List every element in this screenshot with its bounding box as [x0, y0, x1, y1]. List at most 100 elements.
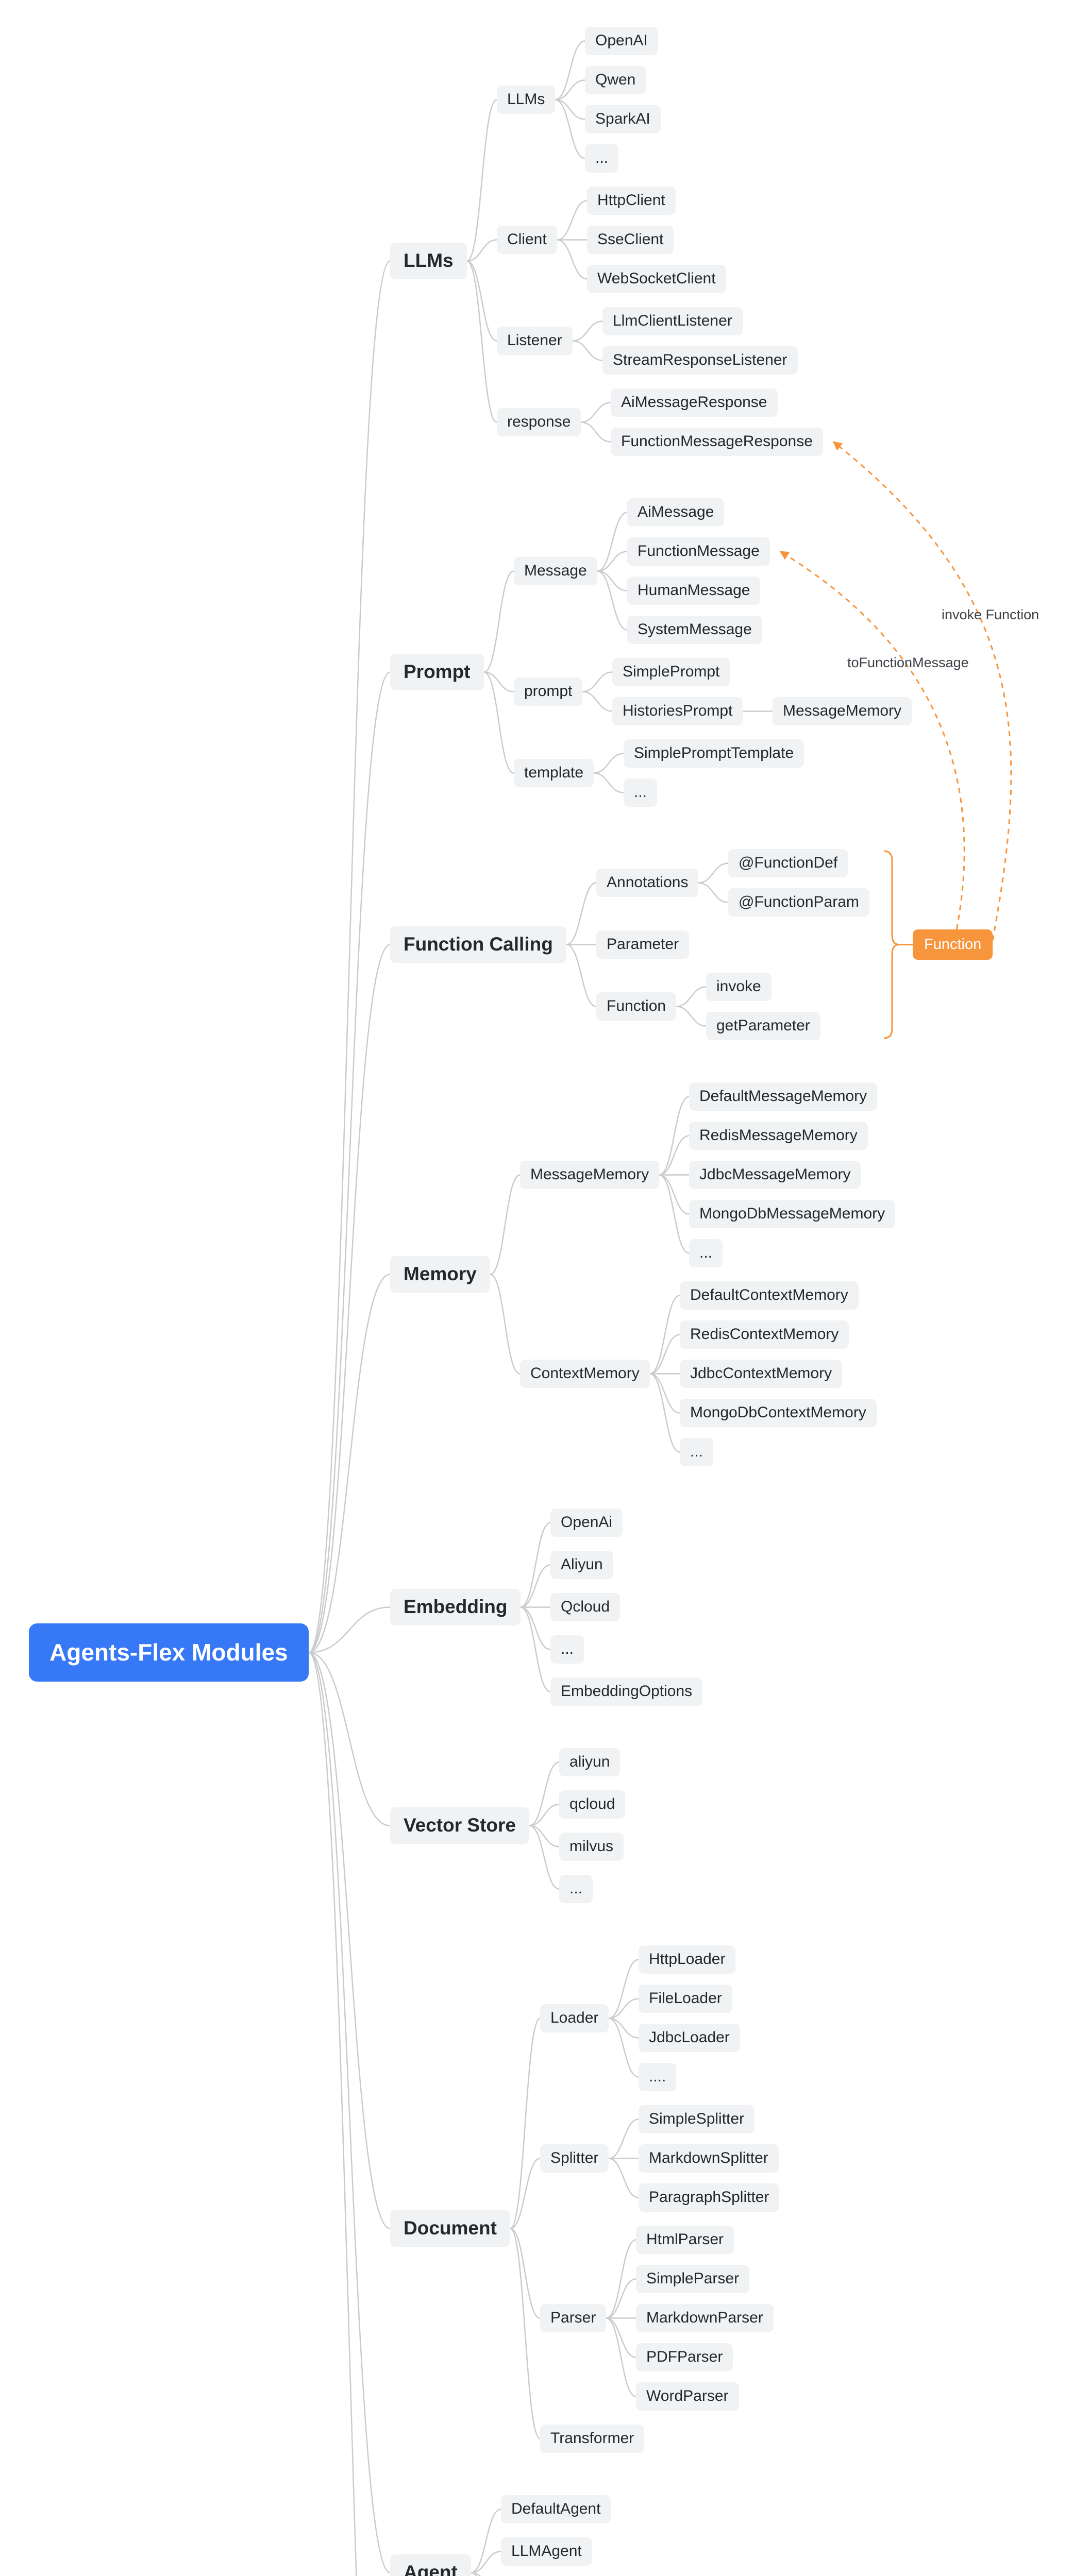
edge-connector — [597, 551, 628, 572]
edge-connector — [308, 260, 391, 1653]
edge-connector — [566, 944, 597, 1007]
node-function-calling: Function Calling — [390, 926, 566, 963]
node-websocketclient: WebSocketClient — [587, 265, 726, 293]
edge-connector — [555, 99, 585, 120]
node-ellipsis: ... — [624, 778, 658, 807]
node-sseclient: SseClient — [587, 226, 674, 254]
node-qcloud: qcloud — [559, 1790, 626, 1819]
node-sparkai: SparkAI — [585, 105, 661, 133]
edge-connector — [608, 2119, 639, 2159]
node-simplesplitter: SimpleSplitter — [639, 2105, 755, 2133]
edge-connector — [510, 2228, 541, 2439]
to-function-message-label: toFunctionMessage — [847, 655, 969, 670]
node-messagememory: MessageMemory — [773, 697, 912, 725]
edge-connector — [698, 862, 729, 884]
node-functionmessage: FunctionMessage — [627, 537, 770, 566]
node-ellipsis: ... — [680, 1438, 714, 1466]
node-defaultcontextmemory: DefaultContextMemory — [680, 1281, 859, 1310]
edge-connector — [659, 1174, 690, 1215]
edge-connector — [649, 1373, 680, 1414]
edge-connector — [606, 2317, 636, 2358]
edge-connector — [582, 691, 613, 712]
edge-connector — [529, 1804, 560, 1826]
node-llms: LLMs — [390, 243, 467, 279]
edge-connector — [529, 1825, 560, 1848]
edge-connector — [555, 99, 585, 159]
edge-connector — [520, 1564, 551, 1608]
node-httploader: HttpLoader — [639, 1945, 736, 1974]
edge-connector — [308, 1652, 357, 2576]
node-client: Client — [497, 226, 557, 254]
edge-connector — [471, 2572, 481, 2576]
node-vector-store: Vector Store — [390, 1807, 529, 1844]
node-memory: Memory — [390, 1256, 490, 1293]
node-llmclientlistener: LlmClientListener — [602, 307, 743, 335]
edge-connector — [483, 570, 514, 673]
node-qwen: Qwen — [585, 66, 646, 94]
edge-connector — [608, 2018, 639, 2078]
edge-connector — [659, 1135, 690, 1176]
edge-connector — [608, 1959, 639, 2019]
arrow-invoke-function — [832, 441, 1012, 941]
node-defaultmessagememory: DefaultMessageMemory — [689, 1082, 878, 1111]
edge-connector — [566, 882, 597, 945]
edge-connector — [483, 671, 514, 774]
node-embedding: Embedding — [390, 1589, 521, 1625]
node-listener: Listener — [497, 327, 573, 355]
node-simpleprompt: SimplePrompt — [612, 658, 730, 686]
node-redismessagememory: RedisMessageMemory — [689, 1122, 868, 1150]
edge-connector — [608, 2158, 639, 2198]
node-splitter: Splitter — [540, 2144, 609, 2173]
node-aliyun: aliyun — [559, 1748, 621, 1776]
edge-connector — [471, 2551, 501, 2573]
edge-connector — [572, 340, 603, 361]
curly-brace — [883, 850, 900, 1039]
edge-connector — [308, 1606, 391, 1653]
edge-connector — [608, 1998, 639, 2019]
edge-connector — [308, 1652, 391, 2573]
node-jdbcmessagememory: JdbcMessageMemory — [689, 1161, 861, 1189]
node-markdownparser: MarkdownParser — [636, 2304, 774, 2332]
edge-connector — [649, 1334, 680, 1375]
node-functiondef: @FunctionDef — [728, 849, 848, 877]
node-invoke: invoke — [706, 973, 772, 1001]
node-markdownsplitter: MarkdownSplitter — [639, 2144, 779, 2173]
node-transformer: Transformer — [540, 2425, 645, 2453]
edge-connector — [580, 402, 611, 423]
edge-connector — [308, 1652, 391, 1826]
node-ellipsis: ... — [689, 1239, 723, 1267]
node-htmlparser: HtmlParser — [636, 2226, 734, 2254]
node-humanmessage: HumanMessage — [627, 577, 761, 605]
edge-connector — [520, 1606, 551, 1692]
node-message: Message — [514, 557, 597, 585]
edge-connector — [466, 260, 497, 342]
edge-connector — [606, 2239, 636, 2319]
node-prompt: prompt — [514, 677, 583, 706]
node-aimessageresponse: AiMessageResponse — [611, 388, 778, 417]
node-jdbcloader: JdbcLoader — [639, 2024, 740, 2052]
edge-connector — [308, 944, 391, 1653]
node-openai: OpenAI — [585, 27, 658, 55]
edge-connector — [490, 1274, 521, 1375]
node-functionmessageresponse: FunctionMessageResponse — [611, 428, 823, 456]
node-jdbccontextmemory: JdbcContextMemory — [680, 1360, 843, 1388]
edge-connector — [529, 1825, 560, 1890]
edge-connector — [308, 671, 391, 1653]
node-simpleparser: SimpleParser — [636, 2265, 750, 2293]
node-aimessage: AiMessage — [627, 498, 725, 527]
node-httpclient: HttpClient — [587, 187, 676, 215]
edge-connector — [510, 2228, 541, 2319]
node-parameter: Parameter — [596, 930, 690, 959]
node-ellipsis: .... — [639, 2063, 677, 2091]
node-historiesprompt: HistoriesPrompt — [612, 697, 743, 725]
edge-connector — [597, 512, 628, 572]
edge-connector — [676, 986, 707, 1007]
node-ellipsis: ... — [585, 144, 619, 173]
node-functionparam: @FunctionParam — [728, 888, 869, 917]
edge-connector — [471, 2572, 478, 2576]
node-pdfparser: PDFParser — [636, 2343, 733, 2371]
node-llms: LLMs — [497, 86, 556, 114]
node-getparameter: getParameter — [706, 1012, 820, 1040]
